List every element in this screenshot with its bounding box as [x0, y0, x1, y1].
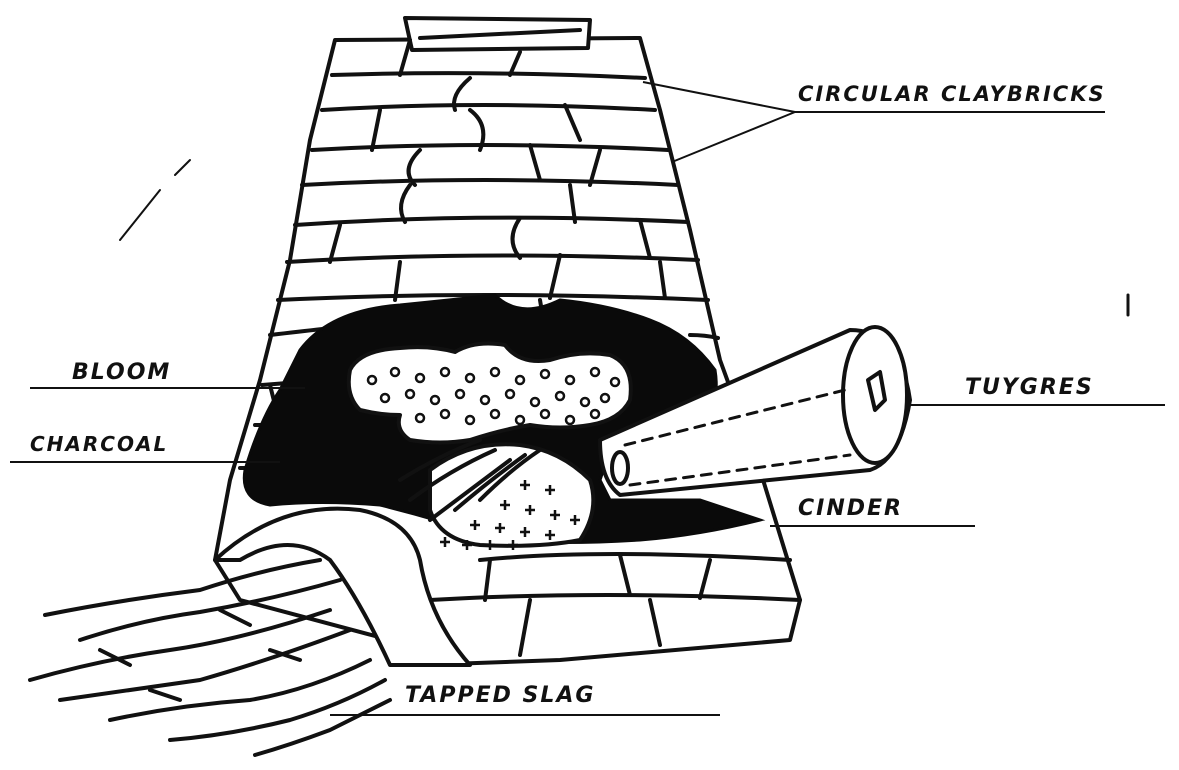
label-charcoal: CHARCOAL	[30, 432, 168, 456]
label-cinder: CINDER	[798, 496, 903, 521]
label-tapped-slag: TAPPED SLAG	[405, 683, 595, 708]
label-circular-claybricks: CIRCULAR CLAYBRICKS	[798, 82, 1106, 106]
label-tuyeres: TUYGRES	[965, 375, 1094, 400]
label-bloom: BLOOM	[72, 360, 171, 385]
